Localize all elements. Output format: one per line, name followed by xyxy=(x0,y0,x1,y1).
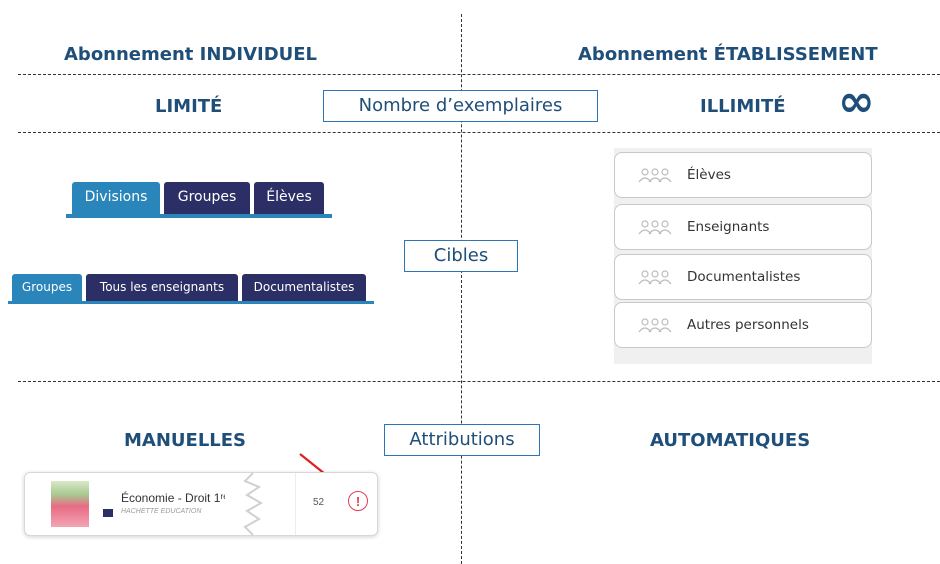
divider-top xyxy=(18,74,940,75)
heading-individual: Abonnement INDIVIDUEL xyxy=(64,44,318,65)
count-divider xyxy=(295,473,296,535)
people-icon xyxy=(638,318,672,333)
list-item-eleves[interactable]: Élèves xyxy=(614,152,872,198)
people-icon xyxy=(638,270,672,285)
book-cover-thumbnail xyxy=(51,481,89,527)
tab-strip-underline xyxy=(66,214,332,218)
publisher-logo-icon xyxy=(103,509,113,517)
tab-strip-underline-2 xyxy=(8,301,374,304)
tab-groupes[interactable]: Groupes xyxy=(164,182,250,214)
tab-divisions[interactable]: Divisions xyxy=(72,182,160,214)
list-item-documentalistes[interactable]: Documentalistes xyxy=(614,254,872,300)
list-item-enseignants[interactable]: Enseignants xyxy=(614,204,872,250)
torn-edge-icon xyxy=(225,473,264,535)
book-publisher: HACHETTE EDUCATION xyxy=(121,508,202,515)
infinity-icon: ∞ xyxy=(838,76,875,127)
label-attributions: Attributions xyxy=(384,424,540,456)
tab-groupes-2[interactable]: Groupes xyxy=(12,274,82,301)
heading-automatiques: AUTOMATIQUES xyxy=(650,430,811,451)
list-item-label: Documentalistes xyxy=(687,269,801,285)
heading-manuelles: MANUELLES xyxy=(124,430,247,451)
tab-eleves[interactable]: Élèves xyxy=(254,182,324,214)
label-cibles: Cibles xyxy=(404,240,518,272)
label-nombre-exemplaires: Nombre d’exemplaires xyxy=(323,90,598,122)
people-icon xyxy=(638,220,672,235)
tab-documentalistes[interactable]: Documentalistes xyxy=(242,274,366,301)
target-list: Élèves Enseignants Documentalistes xyxy=(614,148,872,364)
list-item-autres-personnels[interactable]: Autres personnels xyxy=(614,302,872,348)
list-item-label: Autres personnels xyxy=(687,317,809,333)
vertical-divider xyxy=(461,14,462,564)
divider-bottom xyxy=(18,381,940,382)
book-title: Économie - Droit 1ʳᵉ xyxy=(121,491,228,505)
exemplaires-count: 52 xyxy=(313,497,325,508)
alert-icon[interactable]: ! xyxy=(348,491,368,511)
heading-illimite: ILLIMITÉ xyxy=(700,96,786,117)
list-item-label: Élèves xyxy=(687,167,731,183)
book-card[interactable]: Économie - Droit 1ʳᵉ HACHETTE EDUCATION … xyxy=(24,472,378,536)
tab-tous-les-enseignants[interactable]: Tous les enseignants xyxy=(86,274,238,301)
divider-middle xyxy=(18,132,940,133)
people-icon xyxy=(638,168,672,183)
list-item-label: Enseignants xyxy=(687,219,770,235)
heading-etablissement: Abonnement ÉTABLISSEMENT xyxy=(578,44,878,65)
heading-limite: LIMITÉ xyxy=(155,96,223,117)
